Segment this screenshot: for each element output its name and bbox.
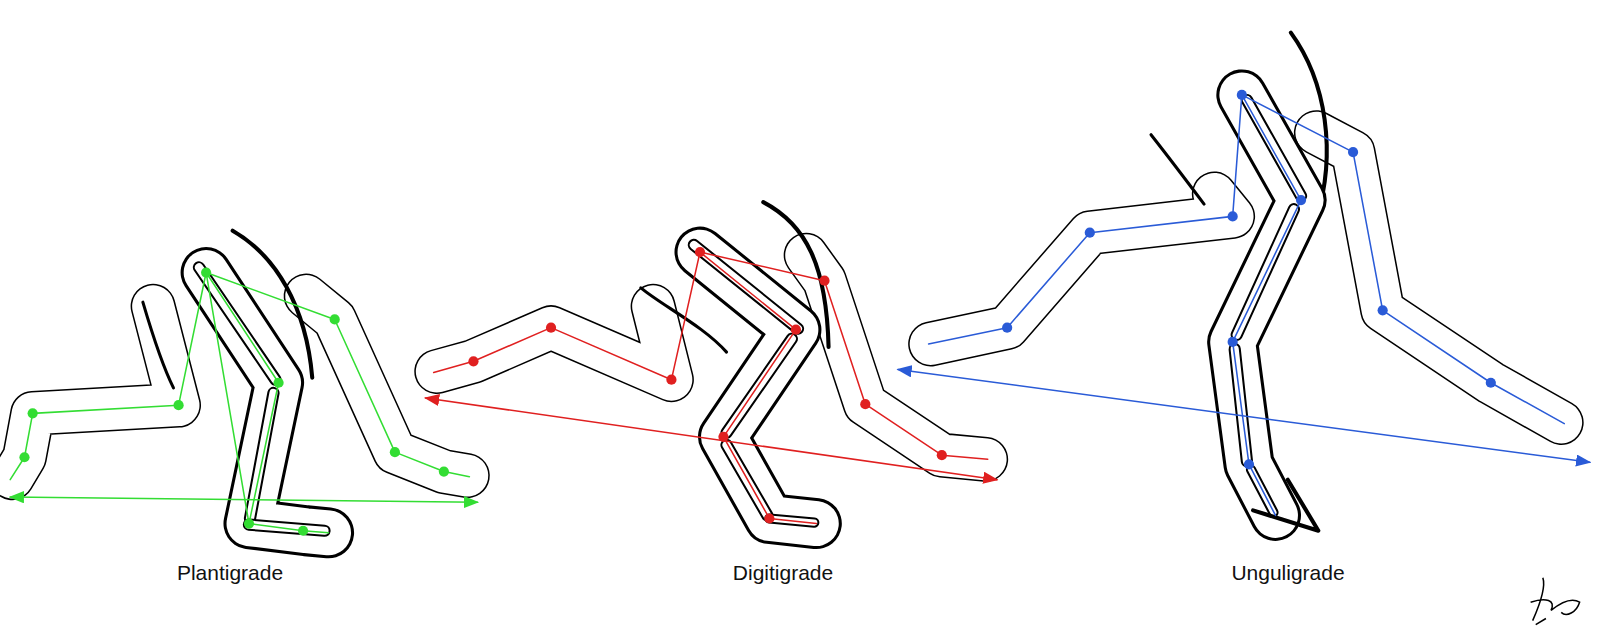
gait-label: Unguligrade <box>1231 561 1344 585</box>
plantigrade-figure <box>10 231 477 536</box>
gait-label: Digitigrade <box>733 561 833 585</box>
unguligrade-figure <box>898 33 1590 531</box>
digitigrade-figure <box>426 202 997 524</box>
signature-scribble <box>1531 578 1580 625</box>
gait-label: Plantigrade <box>177 561 283 585</box>
